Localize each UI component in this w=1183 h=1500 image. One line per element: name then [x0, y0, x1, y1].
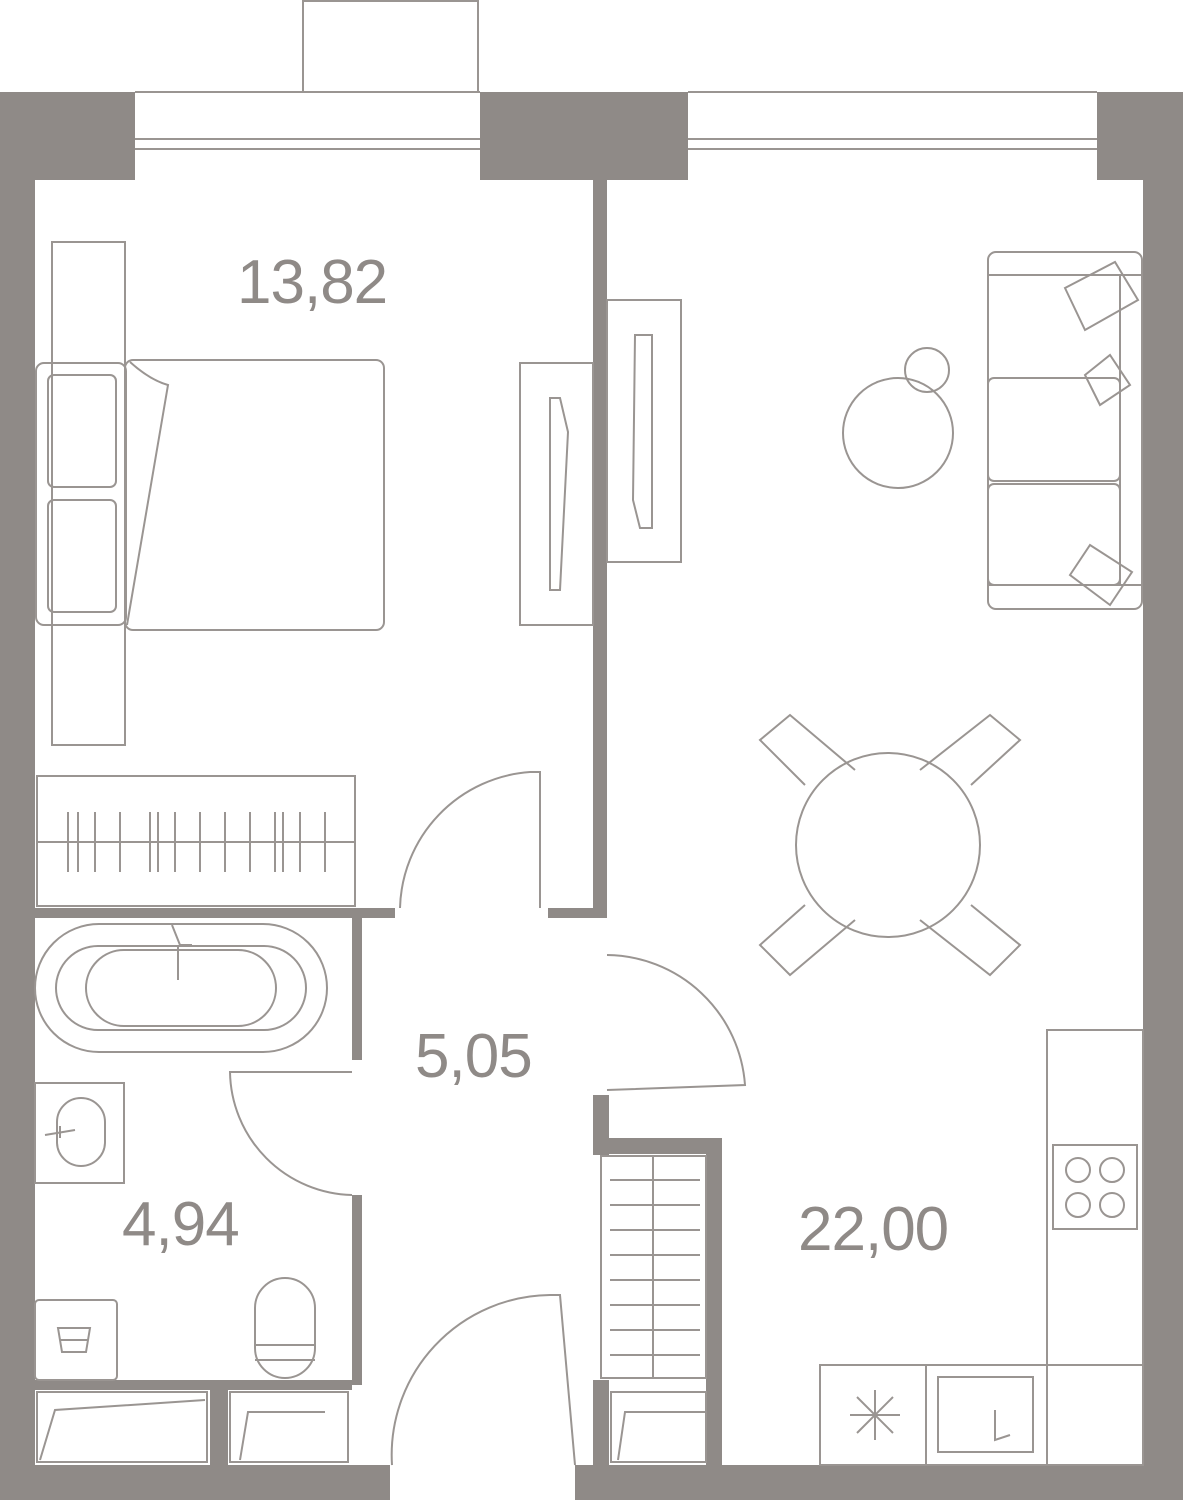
room-area-bathroom: 4,94: [122, 1190, 240, 1259]
door-bathroom: [228, 1071, 353, 1196]
hallway-wardrobe: [600, 1155, 707, 1379]
room-area-hallway: 5,05: [415, 1022, 533, 1091]
door-bedroom: [399, 771, 541, 909]
sink: [34, 1082, 125, 1184]
tv-stand-living: [606, 299, 682, 563]
sofa: [987, 251, 1143, 610]
interior-walls: [35, 180, 722, 1470]
snowflake-icon: [850, 1390, 900, 1440]
wardrobe-bedroom: [36, 775, 356, 907]
balcony: [302, 0, 479, 93]
window-living: [688, 91, 1097, 150]
washing-machine: [34, 1299, 118, 1381]
bed: [35, 241, 385, 746]
room-area-living-kitchen: 22,00: [798, 1195, 949, 1264]
tv-stand-bedroom: [519, 362, 594, 626]
bathtub: [34, 923, 328, 1053]
window-bedroom: [135, 91, 480, 150]
toilet: [254, 1277, 316, 1379]
storage-closets: [36, 1391, 707, 1463]
cooktop: [1052, 1144, 1138, 1230]
door-living: [606, 954, 747, 1091]
entrance-door: [390, 1294, 576, 1466]
outer-walls: [0, 92, 1183, 1500]
kitchen-sink: [937, 1376, 1034, 1453]
armchair-table: [842, 347, 954, 489]
kitchen: [819, 1029, 1144, 1466]
room-area-bedroom: 13,82: [237, 248, 388, 317]
dining-set: [758, 713, 1022, 977]
